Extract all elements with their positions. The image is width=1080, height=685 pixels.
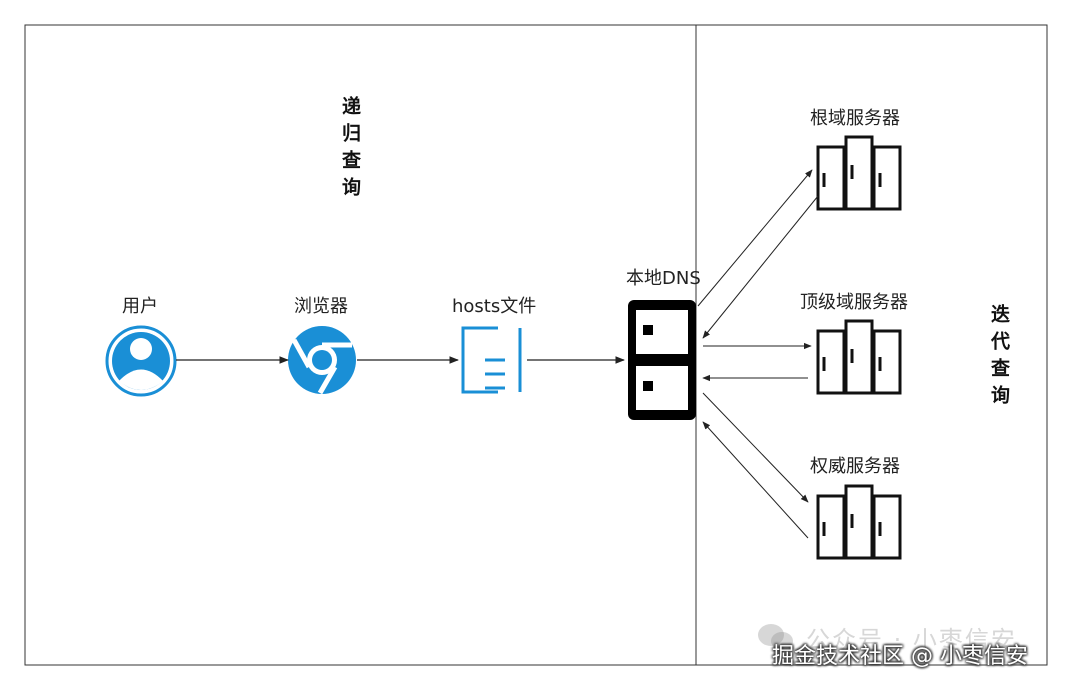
diagram-frame xyxy=(24,24,1048,666)
local-dns-label: 本地DNS xyxy=(626,268,701,289)
root-server-label: 根域服务器 xyxy=(810,108,900,129)
arrow-dns-to-root xyxy=(697,169,813,307)
browser-label: 浏览器 xyxy=(294,296,348,317)
tld-server-label: 顶级域服务器 xyxy=(800,292,908,313)
user-avatar-icon xyxy=(105,325,177,397)
arrow-root-to-dns xyxy=(702,195,819,339)
tld-server-icon xyxy=(816,319,902,395)
user-label: 用户 xyxy=(122,296,158,317)
arrow-dns-to-authoritative xyxy=(702,392,809,503)
root-server-icon xyxy=(816,135,902,211)
dns-server-box-icon xyxy=(628,300,696,420)
wechat-watermark-text: 公众号 · 小枣信安 xyxy=(806,626,1017,654)
juejin-watermark-text: 掘金技术社区 @ 小枣信安 xyxy=(772,644,1028,669)
document-icon xyxy=(461,326,522,394)
recursive-query-label: 递归查询 xyxy=(339,96,361,204)
chrome-browser-icon xyxy=(288,326,356,395)
iterative-query-label: 迭代查询 xyxy=(988,304,1010,412)
hosts-file-label: hosts文件 xyxy=(452,296,537,317)
authoritative-server-icon xyxy=(816,484,902,560)
arrow-authoritative-to-dns xyxy=(702,421,809,539)
wechat-icon xyxy=(758,624,793,650)
authoritative-server-label: 权威服务器 xyxy=(810,456,900,477)
